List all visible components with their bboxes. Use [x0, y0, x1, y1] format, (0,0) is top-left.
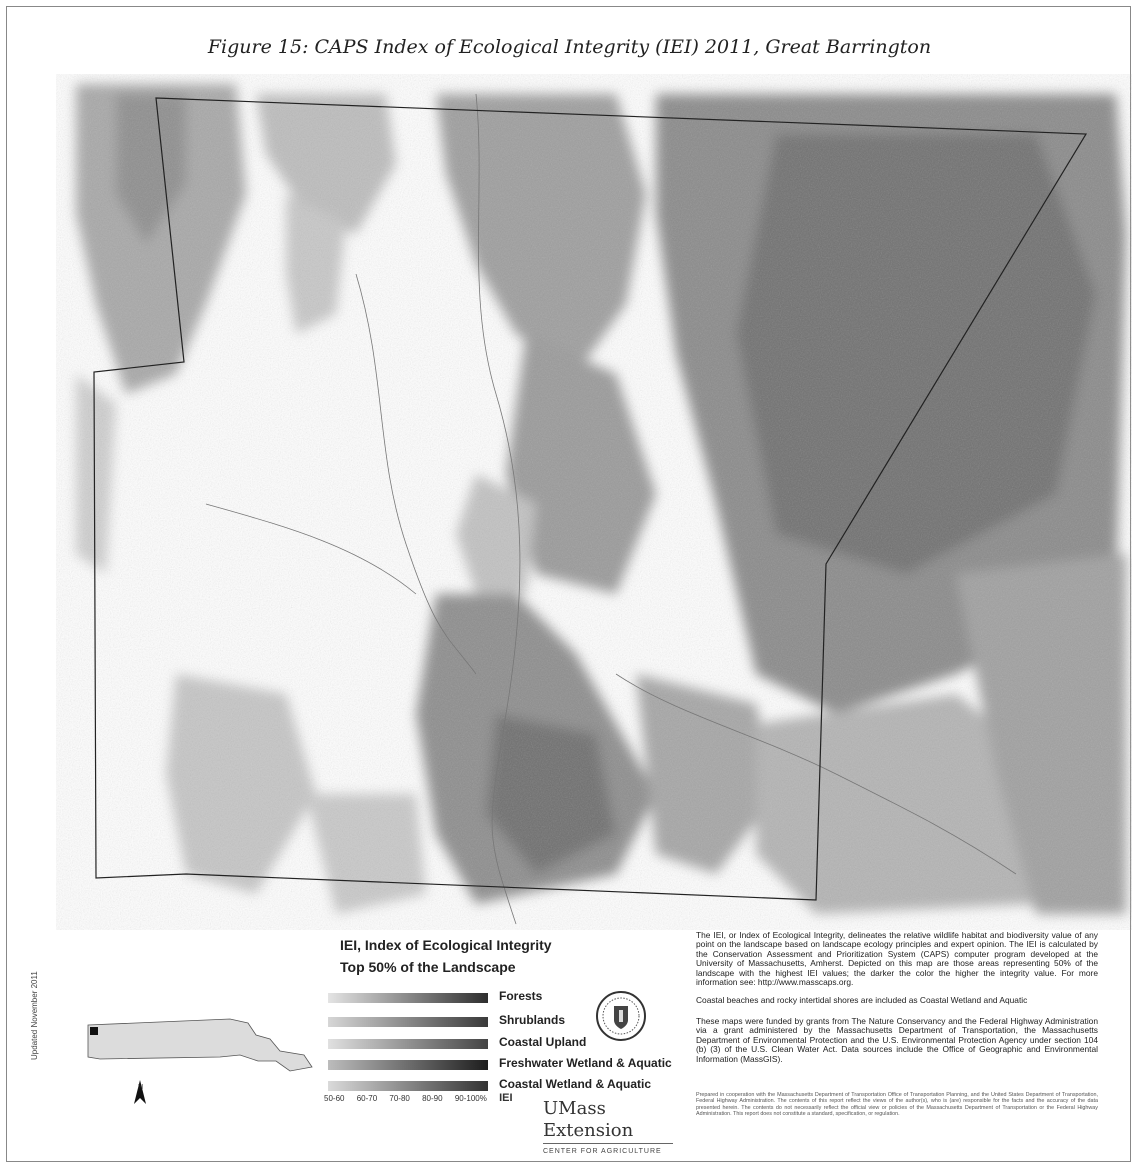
iei-description: The IEI, or Index of Ecological Integrit… — [696, 930, 1098, 988]
massachusetts-inset-map — [87, 1018, 313, 1072]
legend-swatch — [328, 1039, 488, 1049]
massachusetts-seal-icon — [596, 991, 646, 1041]
map-linework — [205, 93, 1017, 925]
coastal-note: Coastal beaches and rocky intertidal sho… — [696, 995, 1028, 1005]
disclaimer: Prepared in cooperation with the Massach… — [696, 1092, 1098, 1118]
umass-logo-line3: CENTER FOR AGRICULTURE — [543, 1148, 662, 1155]
scale-tick: 80-90 — [422, 1094, 443, 1103]
legend-label: Freshwater Wetland & Aquatic — [499, 1056, 672, 1070]
legend-label: Coastal Wetland & Aquatic — [499, 1077, 652, 1091]
figure-title: Figure 15: CAPS Index of Ecological Inte… — [207, 36, 932, 58]
legend-swatch — [328, 993, 488, 1003]
scale-tick: 70-80 — [389, 1094, 410, 1103]
legend-subtitle: Top 50% of the Landscape — [340, 959, 516, 975]
north-label: N — [138, 1084, 144, 1091]
funding-note: These maps were funded by grants from Th… — [696, 1016, 1098, 1064]
scale-label: IEI — [499, 1092, 513, 1104]
legend-label: Shrublands — [499, 1013, 566, 1027]
umass-logo-line1: UMass — [543, 1098, 606, 1119]
scale-tick: 50-60 — [324, 1094, 345, 1103]
iei-scale: 50-60 60-70 70-80 80-90 90-100% IEI — [324, 1092, 523, 1104]
legend-swatch — [328, 1060, 488, 1070]
great-barrington-locator — [90, 1027, 98, 1035]
updated-date: Updated November 2011 — [30, 971, 39, 1060]
legend-label: Coastal Upland — [499, 1035, 587, 1049]
legend-swatch — [328, 1081, 488, 1091]
iei-map — [56, 74, 1132, 930]
scale-tick: 60-70 — [356, 1094, 378, 1103]
legend-title: IEI, Index of Ecological Integrity — [340, 937, 552, 953]
north-arrow-icon — [134, 1080, 146, 1104]
legend-swatch — [328, 1017, 488, 1027]
scale-tick: 90-100% — [454, 1094, 487, 1103]
legend-label: Forests — [499, 989, 543, 1003]
umass-logo-line2: Extension — [543, 1120, 634, 1141]
logo-divider — [543, 1143, 673, 1144]
town-boundary — [93, 97, 1088, 901]
